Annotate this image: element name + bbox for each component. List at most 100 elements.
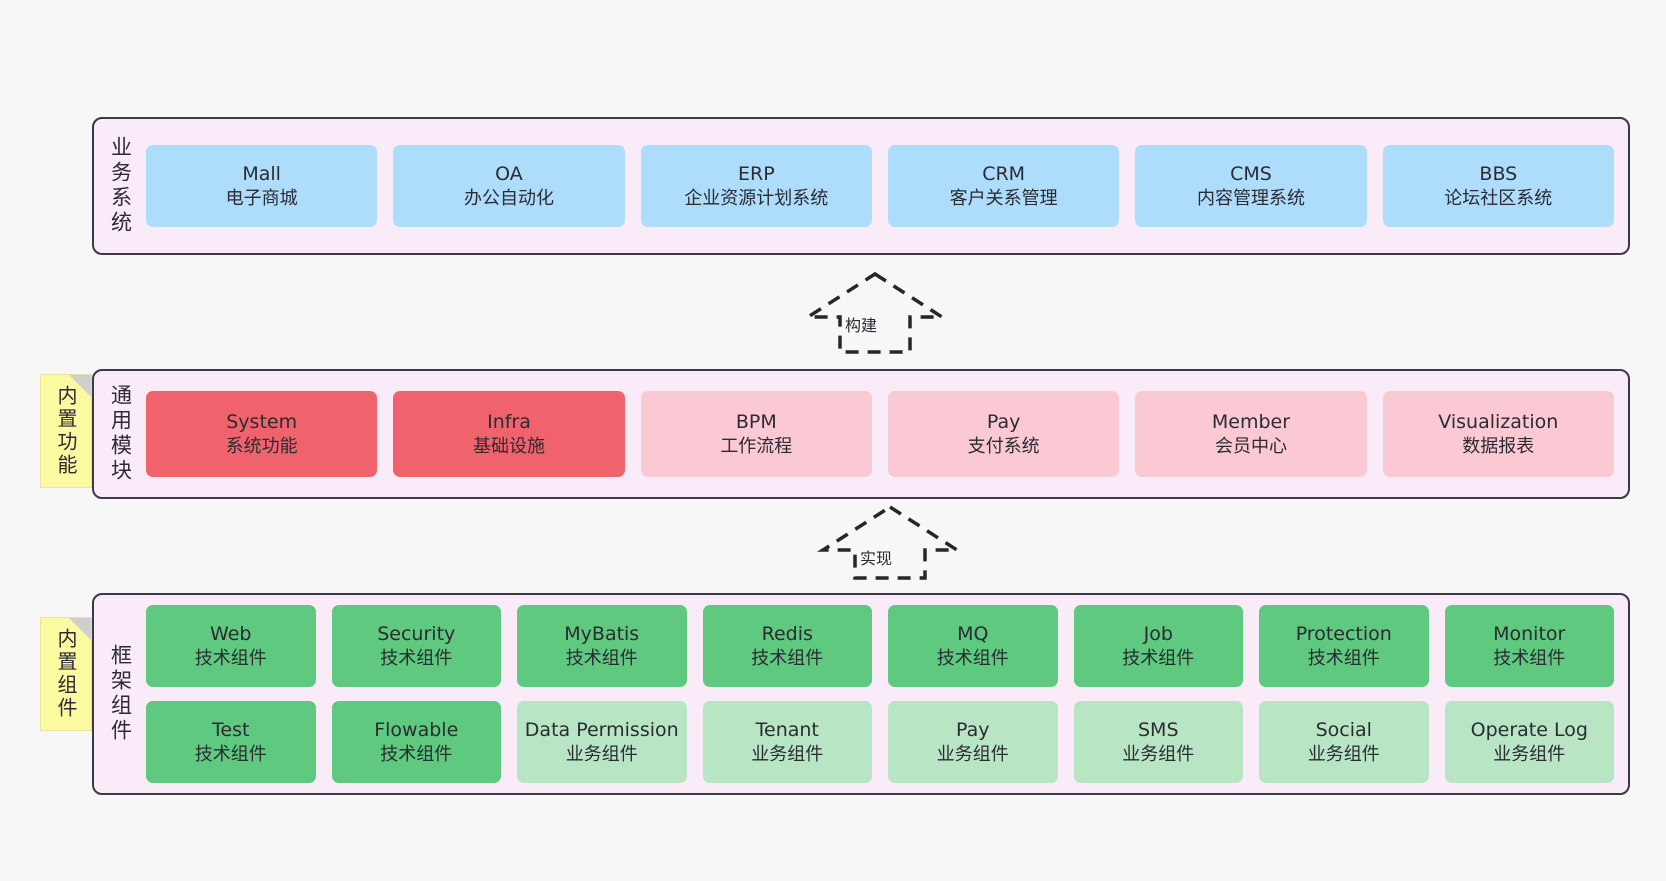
card-subtitle: 电子商城: [225, 187, 298, 209]
card-subtitle: 技术组件: [194, 743, 267, 765]
card-title: BBS: [1479, 162, 1518, 185]
card-subtitle: 业务组件: [936, 743, 1009, 765]
layer-common-modules-body: System 系统功能 Infra 基础设施 BPM 工作流程 Pay 支付系统…: [146, 371, 1628, 497]
card-mall[interactable]: Mall 电子商城: [146, 145, 378, 227]
card-subtitle: 企业资源计划系统: [684, 187, 829, 209]
card-bpm[interactable]: BPM 工作流程: [640, 391, 872, 477]
card-title: Web: [210, 622, 252, 645]
connector-implement: 实现: [815, 503, 965, 581]
card-subtitle: 内容管理系统: [1196, 187, 1305, 209]
layer-business-systems: 业务系统 Mall 电子商城 OA 办公自动化 ERP 企业资源计划系统 CRM…: [92, 117, 1630, 255]
layer-business-systems-body: Mall 电子商城 OA 办公自动化 ERP 企业资源计划系统 CRM 客户关系…: [146, 119, 1628, 253]
card-title: Operate Log: [1470, 718, 1588, 741]
card-web[interactable]: Web 技术组件: [146, 605, 316, 687]
card-title: System: [226, 410, 298, 433]
card-subtitle: 业务组件: [1307, 743, 1380, 765]
sticky-note-label: 内置功能: [54, 385, 78, 477]
card-title: Pay: [956, 718, 990, 741]
card-title: Visualization: [1438, 410, 1559, 433]
card-subtitle: 技术组件: [194, 647, 267, 669]
card-tenant[interactable]: Tenant 业务组件: [702, 701, 872, 783]
card-crm[interactable]: CRM 客户关系管理: [887, 145, 1120, 227]
card-social[interactable]: Social 业务组件: [1259, 701, 1429, 783]
card-subtitle: 技术组件: [936, 647, 1009, 669]
card-visualization[interactable]: Visualization 数据报表: [1382, 391, 1614, 477]
card-subtitle: 数据报表: [1462, 435, 1535, 457]
card-title: Pay: [986, 410, 1021, 433]
card-redis[interactable]: Redis 技术组件: [702, 605, 872, 687]
build-arrow-glyph: [802, 271, 948, 354]
card-subtitle: 技术组件: [380, 647, 453, 669]
card-security[interactable]: Security 技术组件: [331, 605, 501, 687]
card-bbs[interactable]: BBS 论坛社区系统: [1382, 145, 1614, 227]
card-infra[interactable]: Infra 基础设施: [393, 391, 625, 477]
card-pay-module[interactable]: Pay 支付系统: [887, 391, 1120, 477]
layer-common-modules: 通用模块 System 系统功能 Infra 基础设施 BPM 工作流程 Pay…: [92, 369, 1630, 499]
card-row: System 系统功能 Infra 基础设施 BPM 工作流程 Pay 支付系统…: [146, 391, 1614, 477]
card-title: Infra: [487, 410, 531, 433]
card-subtitle: 支付系统: [967, 435, 1040, 457]
card-subtitle: 业务组件: [1493, 743, 1566, 765]
card-title: Redis: [761, 622, 813, 645]
card-subtitle: 技术组件: [1493, 647, 1566, 669]
card-subtitle: 技术组件: [1307, 647, 1380, 669]
card-pay-component[interactable]: Pay 业务组件: [888, 701, 1058, 783]
card-title: Social: [1315, 718, 1372, 741]
layer-framework-components: 框架组件 Web 技术组件 Security 技术组件 MyBatis 技术组件…: [92, 593, 1630, 795]
card-subtitle: 会员中心: [1214, 435, 1287, 457]
page-fold-icon: [69, 375, 91, 397]
connector-implement-label: 实现: [860, 549, 893, 568]
implement-arrow-glyph: [817, 504, 963, 580]
card-subtitle: 技术组件: [565, 647, 638, 669]
card-subtitle: 客户关系管理: [949, 187, 1058, 209]
card-title: Flowable: [374, 718, 459, 741]
card-title: Member: [1211, 410, 1291, 433]
card-row: Web 技术组件 Security 技术组件 MyBatis 技术组件 Redi…: [146, 605, 1614, 687]
card-title: OA: [495, 162, 523, 185]
connector-build-label: 构建: [845, 316, 878, 335]
card-subtitle: 系统功能: [225, 435, 298, 457]
card-subtitle: 论坛社区系统: [1444, 187, 1553, 209]
card-row: Test 技术组件 Flowable 技术组件 Data Permission …: [146, 701, 1614, 783]
page-fold-icon: [69, 618, 91, 640]
card-title: Job: [1143, 622, 1173, 645]
card-data-permission[interactable]: Data Permission 业务组件: [517, 701, 687, 783]
card-title: CMS: [1230, 162, 1272, 185]
card-row: Mall 电子商城 OA 办公自动化 ERP 企业资源计划系统 CRM 客户关系…: [146, 145, 1614, 227]
layer-business-systems-label: 业务系统: [108, 136, 133, 236]
card-subtitle: 业务组件: [751, 743, 824, 765]
card-job[interactable]: Job 技术组件: [1073, 605, 1243, 687]
card-erp[interactable]: ERP 企业资源计划系统: [640, 145, 872, 227]
card-test[interactable]: Test 技术组件: [146, 701, 316, 783]
card-mq[interactable]: MQ 技术组件: [888, 605, 1058, 687]
card-title: MQ: [957, 622, 989, 645]
card-title: ERP: [737, 162, 775, 185]
card-title: Test: [212, 718, 250, 741]
card-cms[interactable]: CMS 内容管理系统: [1135, 145, 1367, 227]
card-title: SMS: [1137, 718, 1179, 741]
card-member[interactable]: Member 会员中心: [1135, 391, 1367, 477]
card-subtitle: 技术组件: [1122, 647, 1195, 669]
layer-common-modules-label: 通用模块: [108, 384, 133, 484]
card-title: MyBatis: [564, 622, 640, 645]
connector-build: 构建: [800, 270, 950, 355]
card-operate-log[interactable]: Operate Log 业务组件: [1444, 701, 1614, 783]
card-flowable[interactable]: Flowable 技术组件: [331, 701, 501, 783]
card-sms[interactable]: SMS 业务组件: [1073, 701, 1243, 783]
card-mybatis[interactable]: MyBatis 技术组件: [517, 605, 687, 687]
card-oa[interactable]: OA 办公自动化: [393, 145, 625, 227]
sticky-note-builtin-components: 内置组件: [40, 617, 92, 731]
card-system[interactable]: System 系统功能: [146, 391, 378, 477]
card-title: CRM: [982, 162, 1026, 185]
card-subtitle: 工作流程: [720, 435, 793, 457]
sticky-note-label: 内置组件: [54, 628, 78, 720]
layer-framework-components-body: Web 技术组件 Security 技术组件 MyBatis 技术组件 Redi…: [146, 595, 1628, 793]
card-subtitle: 基础设施: [472, 435, 545, 457]
card-protection[interactable]: Protection 技术组件: [1259, 605, 1429, 687]
card-monitor[interactable]: Monitor 技术组件: [1444, 605, 1614, 687]
card-subtitle: 业务组件: [565, 743, 638, 765]
card-title: Monitor: [1493, 622, 1566, 645]
card-title: Data Permission: [524, 718, 679, 741]
card-title: Protection: [1295, 622, 1392, 645]
